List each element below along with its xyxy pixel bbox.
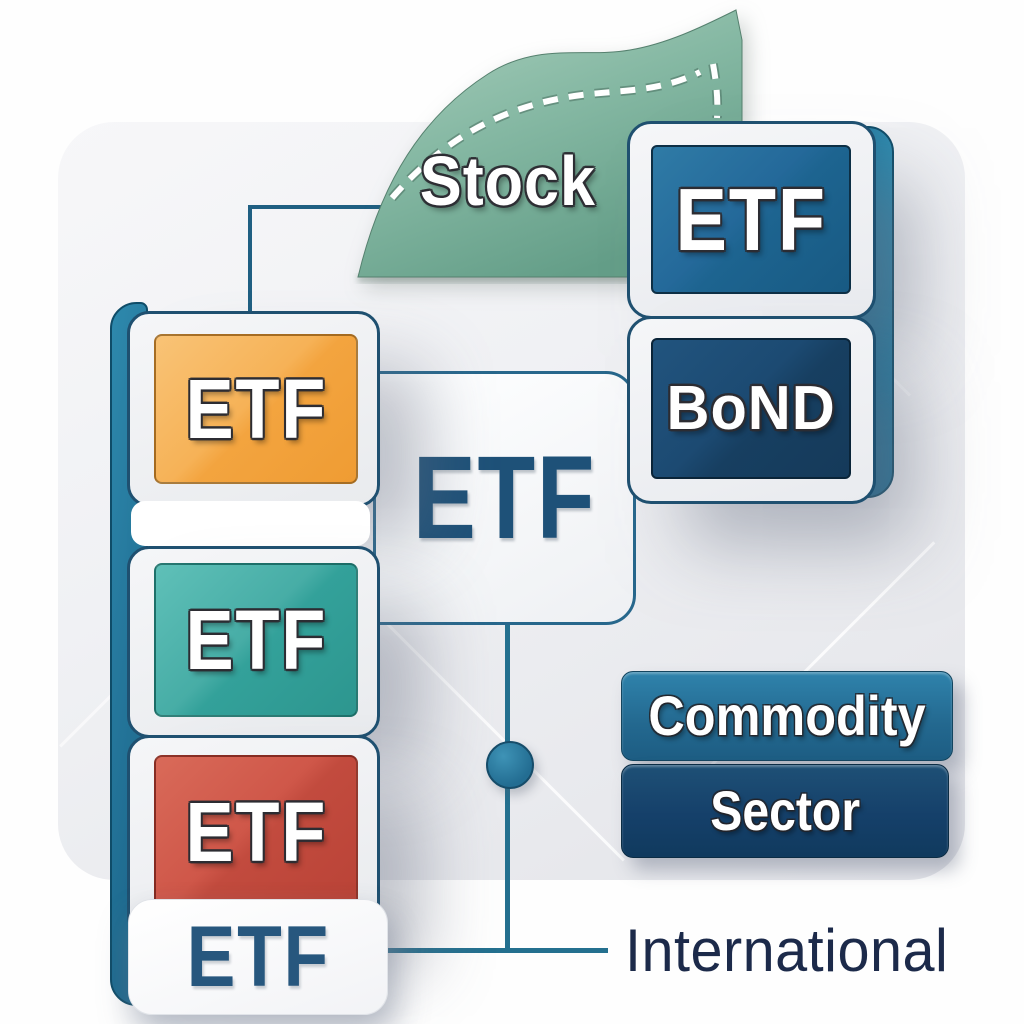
left-stack-separator-band bbox=[131, 501, 370, 546]
bond-tile: BoND bbox=[651, 338, 851, 479]
red-etf-tile: ETF bbox=[154, 755, 358, 909]
dashed-trend-path bbox=[389, 63, 721, 200]
orange-etf-label: ETF bbox=[185, 362, 327, 456]
stock-etf-label: ETF bbox=[675, 169, 827, 269]
international-text: International bbox=[625, 917, 949, 984]
connector-node-dot bbox=[486, 741, 534, 789]
center-etf-label: ETF bbox=[412, 432, 597, 564]
stock-label-text: Stock bbox=[419, 142, 597, 220]
stock-etf-tile: ETF bbox=[651, 145, 851, 294]
red-etf-label: ETF bbox=[185, 785, 327, 879]
orange-etf-tile: ETF bbox=[154, 334, 358, 484]
stock-label: Stock bbox=[408, 146, 608, 216]
teal-etf-tile: ETF bbox=[154, 563, 358, 717]
bond-label: BoND bbox=[666, 373, 836, 443]
bottom-etf-label: ETF bbox=[186, 909, 330, 1005]
commodity-label: Commodity bbox=[648, 684, 926, 747]
teal-etf-label: ETF bbox=[185, 593, 327, 687]
center-etf-box: ETF bbox=[373, 371, 636, 625]
bottom-etf-box: ETF bbox=[128, 899, 388, 1015]
sector-label: Sector bbox=[710, 779, 860, 842]
connector-line-bottom-horizontal bbox=[386, 948, 608, 953]
connector-line-top-vertical bbox=[248, 205, 252, 313]
connector-line-top-horizontal bbox=[248, 205, 390, 209]
commodity-button: Commodity bbox=[621, 671, 953, 761]
sector-button: Sector bbox=[621, 764, 949, 858]
international-label: International bbox=[625, 915, 1020, 987]
flag-bottom-shadow bbox=[358, 274, 688, 283]
